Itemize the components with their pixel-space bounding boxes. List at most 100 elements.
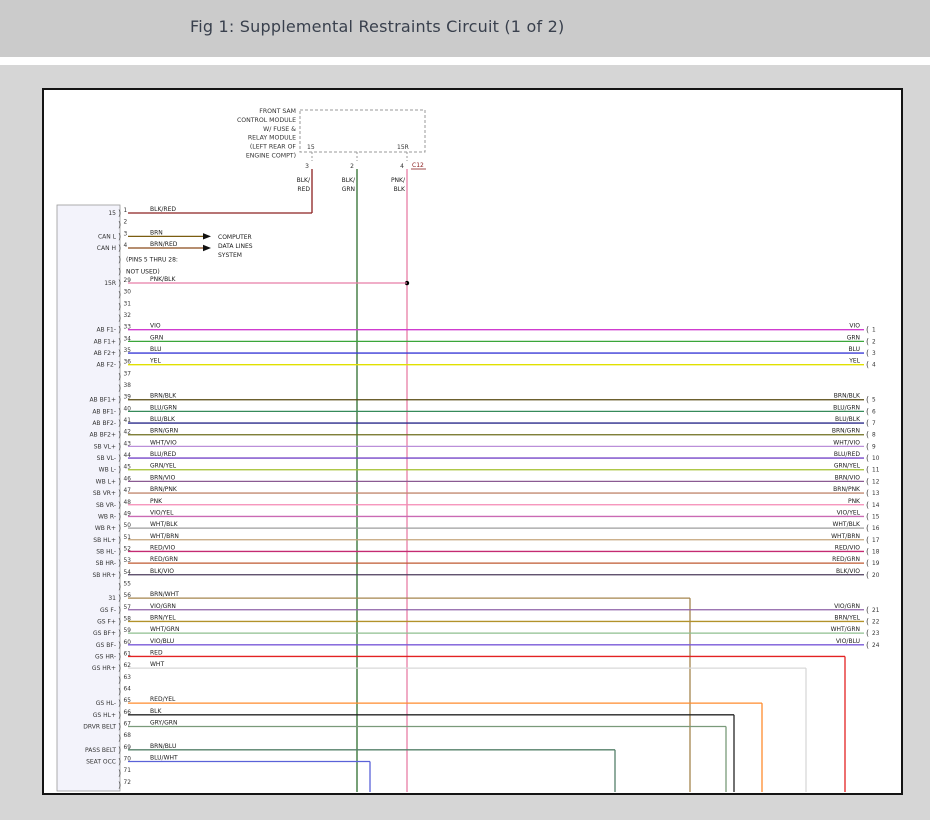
right-pin-bracket: ( [866, 605, 869, 614]
wire-color-label: RED/VIO [150, 544, 175, 551]
left-pin-bracket: ) [118, 617, 121, 626]
module-pin-strip-label: 15 [307, 144, 315, 151]
sam-module-label: RELAY MODULE [248, 135, 296, 142]
right-pin-bracket: ( [866, 640, 869, 649]
right-pin-bracket: ( [866, 337, 869, 346]
wire-color-label: BRN [150, 229, 163, 236]
left-connector-label: AB BF1+ [89, 397, 116, 404]
left-pin-number: 40 [124, 406, 132, 412]
left-connector-label: 15R [104, 280, 116, 287]
left-pin-number: 30 [124, 290, 132, 296]
wire-color-label-right: VIO [849, 323, 860, 330]
left-connector-label: SB HR+ [92, 572, 116, 579]
left-pin-bracket: ) [118, 209, 121, 218]
left-pin-bracket: ) [118, 372, 121, 381]
data-line-arrowhead [203, 244, 211, 252]
left-pin-number: 51 [124, 535, 132, 541]
wire-color-label: GRN/YEL [150, 463, 177, 470]
left-pin-bracket: ) [118, 349, 121, 358]
right-pin-bracket: ( [866, 442, 869, 451]
left-connector-label: WB L- [99, 467, 116, 474]
wire-color-label: WHT [150, 661, 164, 668]
right-pin-number: 3 [872, 351, 876, 357]
right-pin-bracket: ( [866, 617, 869, 626]
figure-title-band [0, 0, 930, 57]
left-connector-label: GS F+ [97, 618, 116, 625]
left-pin-bracket: ) [118, 594, 121, 603]
wire-color-label-right: BRN/GRN [832, 428, 860, 435]
left-pin-bracket: ) [118, 780, 121, 789]
left-pin-bracket: ) [118, 430, 121, 439]
left-pin-number: 72 [124, 780, 132, 786]
left-pin-number: 58 [124, 616, 132, 622]
left-pin-number: 68 [124, 733, 132, 739]
wire-color-label-right: BRN/YEL [834, 614, 860, 621]
right-pin-bracket: ( [866, 419, 869, 428]
wire-color-label: PNK [150, 498, 163, 505]
left-connector-label: AB F1+ [94, 338, 116, 345]
wire-color-label: BRN/BLK [150, 393, 177, 400]
wire-color-label-right: YEL [848, 358, 860, 365]
module-pin-number: 3 [305, 163, 309, 170]
wire-color-label-right: GRN [847, 334, 860, 341]
left-pin-bracket: ) [118, 535, 121, 544]
left-pin-bracket: ) [118, 302, 121, 311]
connector-id: C12 [412, 162, 424, 169]
module-pin-number: 2 [350, 163, 354, 170]
left-connector-label: SEAT OCC [86, 758, 116, 765]
right-pin-number: 2 [872, 339, 876, 345]
wire-color-label-right: WHT/VIO [833, 439, 860, 446]
wire-color-label: BRN/PNK [150, 486, 178, 493]
right-pin-bracket: ( [866, 325, 869, 334]
left-pin-number: 42 [124, 430, 132, 436]
right-pin-bracket: ( [866, 465, 869, 474]
left-pin-bracket: ) [118, 232, 121, 241]
left-pin-bracket: ) [118, 582, 121, 591]
wire-color-label: VIO [150, 323, 161, 330]
sam-module-label: (LEFT REAR OF [250, 144, 297, 151]
wire-color-label: GRN [150, 334, 163, 341]
right-pin-number: 16 [872, 526, 880, 532]
right-pin-bracket: ( [866, 477, 869, 486]
wire-color-label-right: RED/VIO [835, 544, 860, 551]
left-pin-bracket: ) [118, 267, 121, 276]
wire-color-label-right: WHT/BRN [831, 533, 860, 540]
right-pin-number: 12 [872, 479, 880, 485]
left-pin-number: 33 [124, 325, 132, 331]
right-pin-bracket: ( [866, 454, 869, 463]
left-pin-number: 52 [124, 546, 132, 552]
wire-color-label-right: BLK/VIO [836, 568, 860, 575]
wire-color-label: BLU/BLK [150, 416, 176, 423]
left-pin-bracket: ) [118, 722, 121, 731]
right-pin-bracket: ( [866, 524, 869, 533]
left-connector-label: GS HL- [96, 700, 116, 707]
left-pin-bracket: ) [118, 220, 121, 229]
wire-color-label-right: BLU/GRN [833, 404, 860, 411]
wire-color-label-right: VIO/YEL [837, 509, 861, 516]
left-pin-bracket: ) [118, 325, 121, 334]
wire-color-label: VIO/GRN [150, 603, 176, 610]
wire-color-label-right: BLU [848, 346, 860, 353]
right-pin-bracket: ( [866, 489, 869, 498]
sam-module-label: W/ FUSE & [263, 126, 296, 133]
left-pin-number: 2 [124, 220, 128, 226]
right-pin-bracket: ( [866, 500, 869, 509]
left-pin-number: 54 [124, 570, 132, 576]
wire-color-label-right: RED/GRN [832, 556, 860, 563]
left-pin-number: 53 [124, 558, 132, 564]
data-line-arrowhead [203, 233, 211, 240]
wire-color-label-right: BRN/BLK [834, 393, 861, 400]
wire-color-label-right: WHT/GRN [831, 626, 860, 633]
left-connector-label: CAN H [97, 245, 116, 252]
wire-color-label-right: BRN/PNK [833, 486, 861, 493]
right-pin-number: 1 [872, 328, 876, 334]
right-pin-bracket: ( [866, 512, 869, 521]
left-pin-number: 46 [124, 476, 132, 482]
module-pin-number: 4 [400, 163, 404, 170]
left-connector-label: DRVR BELT [83, 723, 116, 730]
left-pin-number: 1 [124, 208, 128, 214]
left-pin-number: 41 [124, 418, 132, 424]
right-pin-bracket: ( [866, 349, 869, 358]
left-connector-label: WB R+ [95, 525, 116, 532]
